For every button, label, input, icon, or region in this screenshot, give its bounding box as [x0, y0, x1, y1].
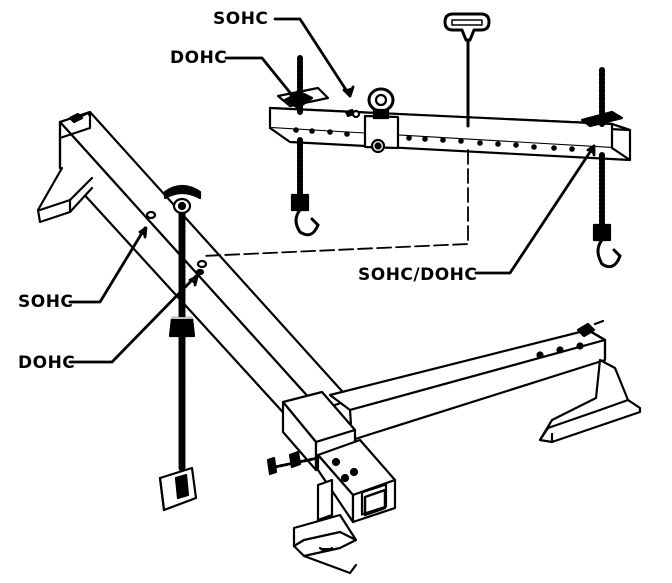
- right-hook-assembly: [580, 67, 624, 269]
- label-top-dohc: DOHC: [170, 48, 228, 68]
- junction-sleeve: [281, 390, 397, 524]
- clamp-screw: [266, 450, 320, 476]
- label-top-sohc: SOHC: [213, 9, 269, 29]
- label-left-dohc: DOHC: [18, 353, 76, 373]
- front-leg: [292, 478, 358, 575]
- right-foot: [538, 358, 642, 444]
- label-right-sohc-dohc: SOHC/DOHC: [358, 265, 478, 285]
- alignment-dashed-line: [201, 149, 469, 257]
- label-left-sohc: SOHC: [18, 292, 74, 312]
- left-threaded-rod: [158, 184, 202, 512]
- left-hook-assembly: [276, 55, 330, 237]
- right-arm: [328, 319, 607, 442]
- t-handle: [443, 12, 491, 128]
- left-foot: [36, 166, 94, 224]
- lifting-bar-holes: [293, 127, 575, 152]
- callout-leaders: [68, 17, 596, 364]
- beam-holes: [145, 210, 208, 276]
